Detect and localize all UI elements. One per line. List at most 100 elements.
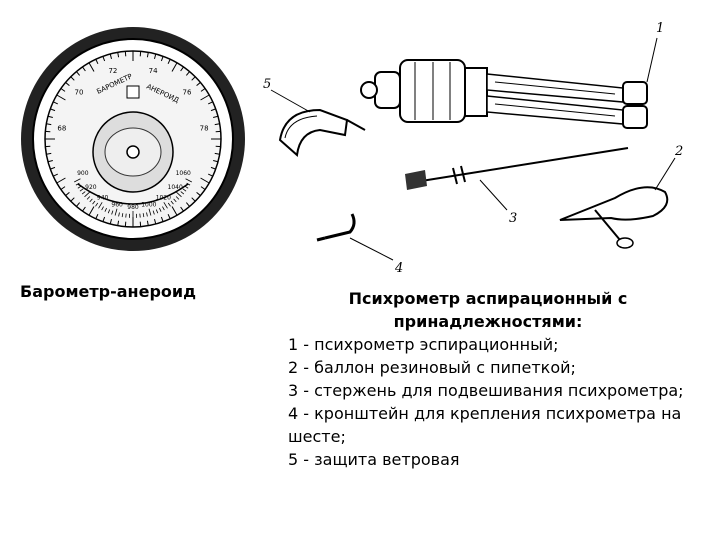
outer-tick [82,66,86,72]
outer-tick [185,71,190,76]
outer-tick [70,197,75,202]
inner-scale-label: 960 [111,202,123,209]
inner-tick [167,202,171,207]
inner-tick [86,196,91,200]
outer-tick [196,82,201,87]
mounting-bracket [316,213,356,242]
inner-tick [107,209,111,214]
outer-tick [56,177,66,184]
outer-tick [47,115,53,119]
outer-tick [180,66,184,72]
inner-tick [89,198,93,203]
inner-tick [180,191,185,195]
outer-tick [210,108,216,112]
outer-scale-label: 70 [75,88,84,96]
outer-tick [213,115,219,119]
inner-scale-arc [77,183,189,205]
inner-scale-label: 1040 [168,184,183,191]
inner-tick [84,191,90,198]
inner-tick [142,213,145,218]
psychrometer-illustration: 1 5 3 2 4 [263,21,683,275]
outer-scale-label: 78 [200,125,209,133]
legend-item-2: 2 - баллон резиновый с пипеткой; [288,358,576,377]
outer-scale-label: 76 [183,88,192,96]
outer-tick [180,206,184,212]
outer-tick [56,94,66,101]
outer-tick [160,216,164,222]
adjust-screw [126,85,140,99]
callout-line-5 [270,89,311,113]
inner-scale-label: 1020 [156,195,171,202]
outer-tick [95,59,99,64]
callout-line-4 [349,237,394,261]
inner-tick [148,208,152,216]
outer-tick [146,220,149,226]
inner-tick [92,200,96,205]
outer-scale-label: 72 [108,67,117,75]
callout-2: 2 [674,144,683,159]
outer-tick [95,214,99,219]
callout-5: 5 [263,77,271,92]
outer-tick [50,166,56,170]
barometer-caption: Барометр-анероид [20,282,197,301]
outer-tick [214,123,220,126]
outer-tick [50,108,56,112]
outer-tick-marks [45,51,221,227]
inner-tick [104,207,107,212]
callout-3: 3 [509,211,517,226]
outer-tick [102,56,106,62]
wind-protection [278,108,366,157]
outer-tick [65,191,70,196]
outer-tick [102,216,106,222]
suspension-rod [405,147,629,190]
outer-tick [153,53,157,59]
inner-tick [162,206,165,211]
outer-tick [171,62,178,72]
callout-line-1 [646,37,658,83]
inner-tick-marks [74,178,192,218]
inner-tick [79,188,84,192]
outer-tick [210,166,216,170]
inner-scale-label: 1000 [141,202,156,209]
inner-scale-label: 920 [85,184,97,191]
outer-tick [185,202,190,207]
inner-tick [98,202,103,209]
inner-scale-label: 1060 [176,170,191,177]
outer-tick [70,76,75,81]
outer-tick [200,94,210,101]
inner-scale-label: 980 [127,204,139,211]
callout-line-3 [479,179,508,211]
outer-tick [60,88,66,92]
inner-tick [152,210,155,215]
psychrometer-body [360,59,648,129]
outer-tick [191,76,196,81]
outer-tick [60,186,66,190]
outer-tick [213,159,219,163]
inner-tick [176,191,182,198]
outer-tick [109,219,113,225]
inner-tick [111,210,114,215]
outer-tick [208,173,213,177]
legend-item-5: 5 - защита ветровая [288,450,460,469]
outer-tick [76,202,81,207]
callout-line-2 [654,157,676,191]
outer-tick [200,186,206,190]
inner-tick [182,188,187,192]
inner-tick [81,191,86,195]
inner-tick [173,198,177,203]
rubber-bulb [559,186,669,249]
legend-item-4: 4 - кронштейн для крепления психрометра … [288,404,682,446]
outer-tick [53,173,58,177]
psychrometer-title: Психрометр аспирационный с принадлежност… [348,289,628,331]
outer-tick [46,152,52,155]
callout-1: 1 [656,21,664,36]
inner-tick [121,213,124,218]
outer-tick [117,220,120,226]
outer-tick [160,56,164,62]
inner-tick [155,209,159,214]
outer-tick [214,152,220,155]
outer-tick [88,206,95,216]
outer-tick [117,52,120,58]
